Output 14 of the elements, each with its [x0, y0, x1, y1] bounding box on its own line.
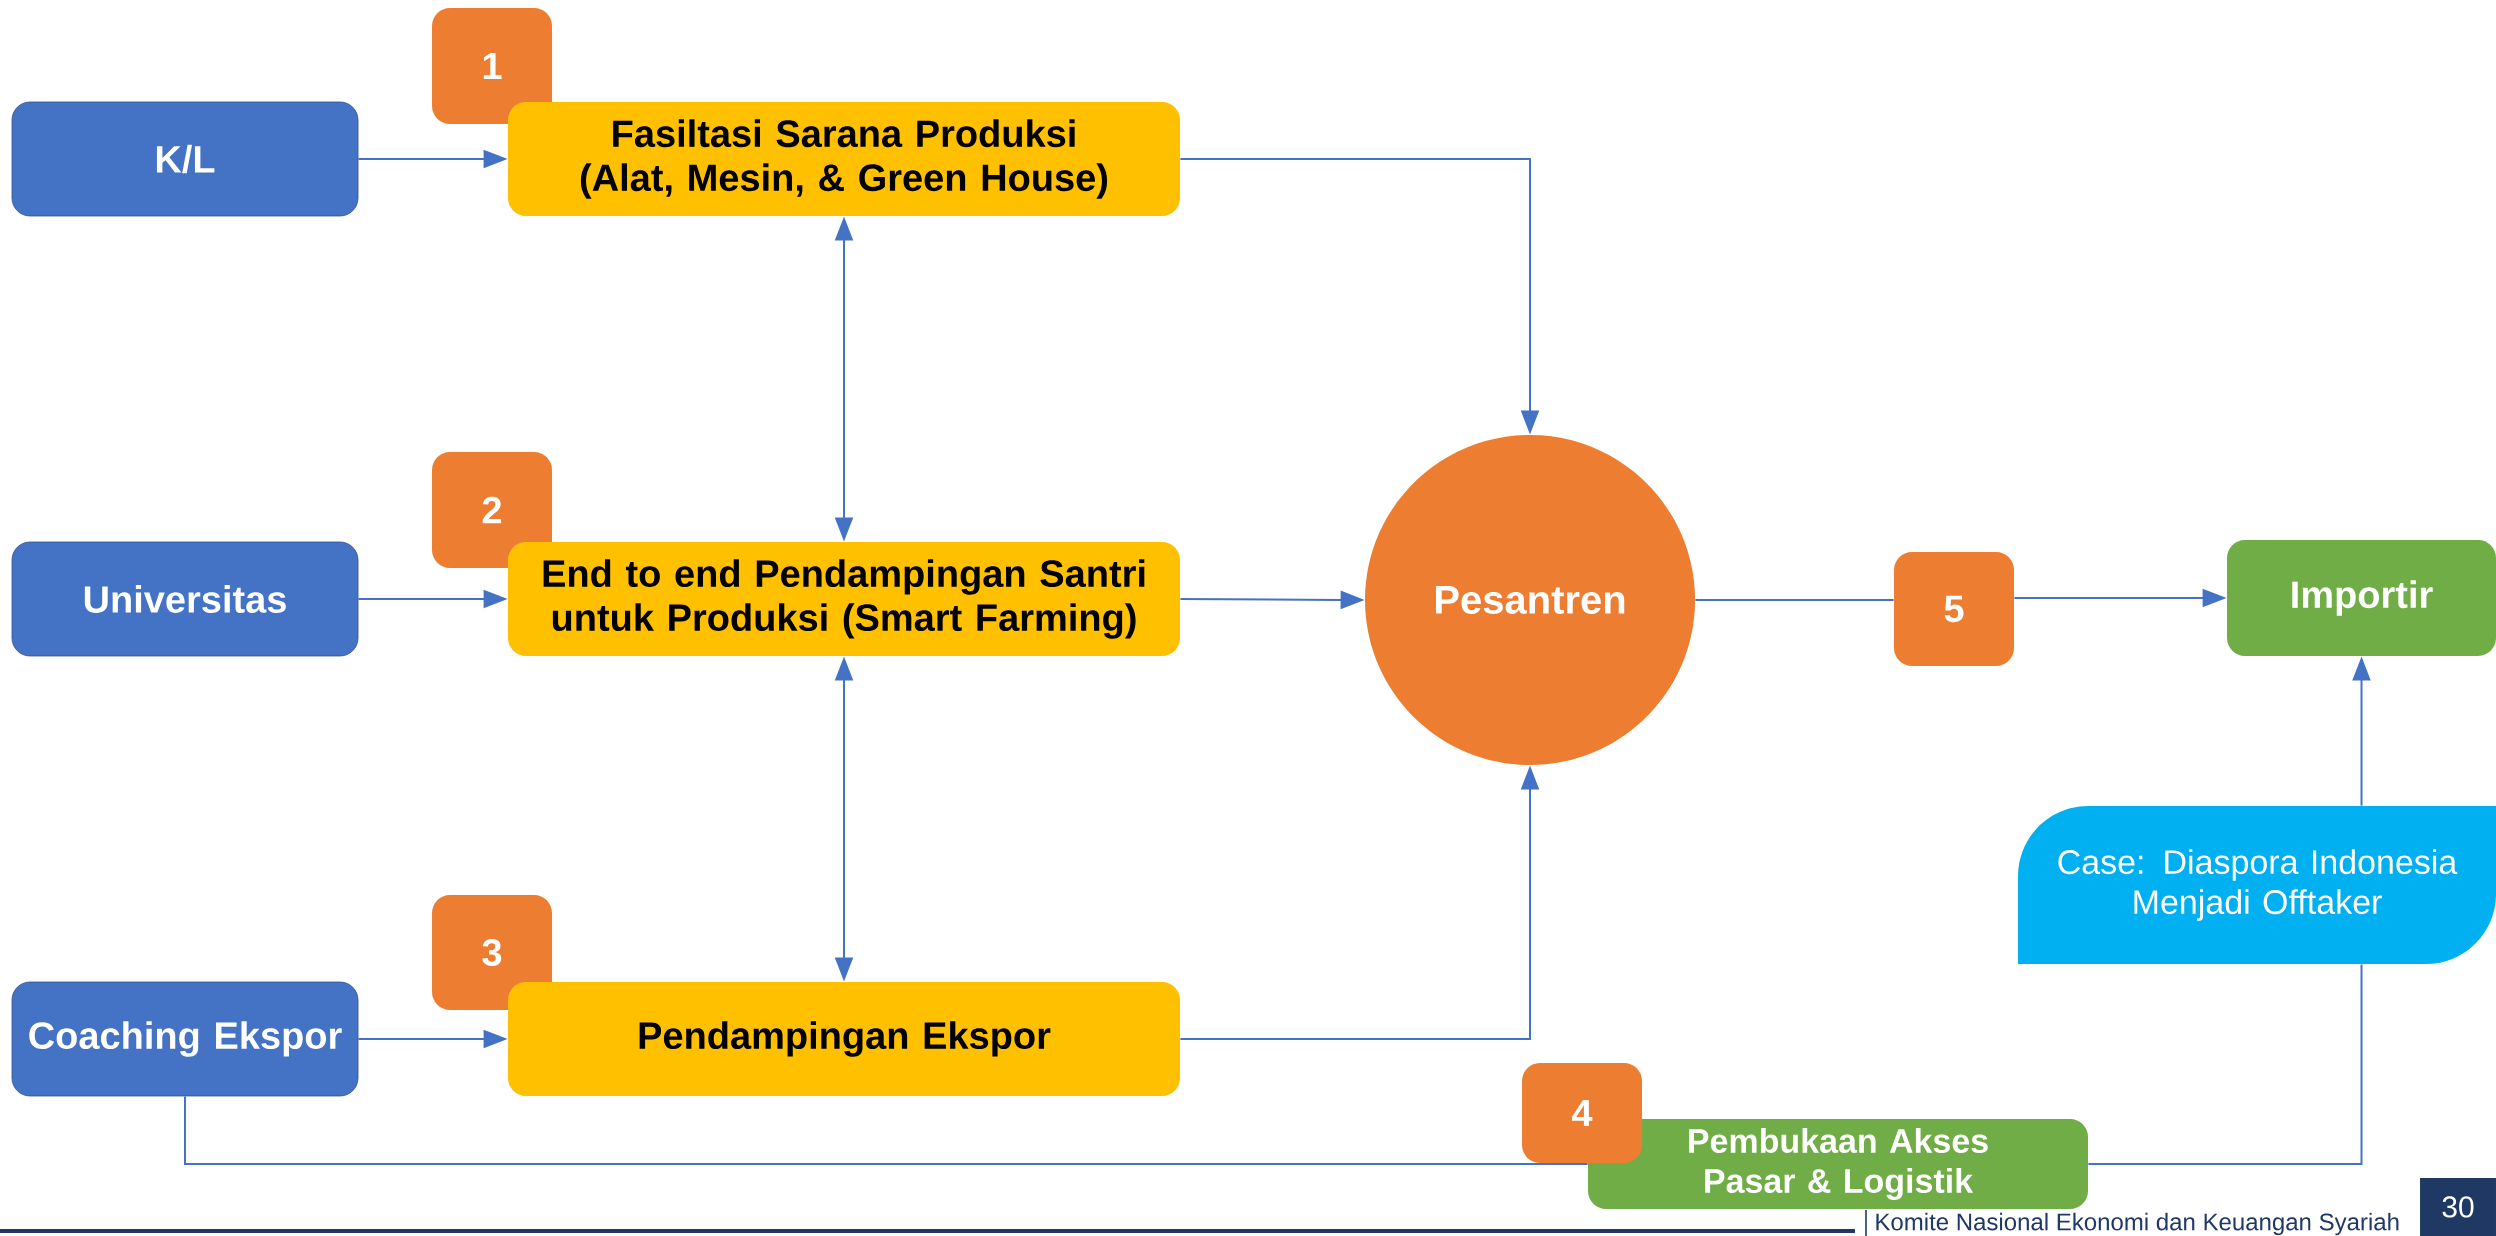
footer-text: Komite Nasional Ekonomi dan Keuangan Syariah [1876, 1212, 2399, 1236]
destination-box: Importir [2227, 540, 2496, 656]
process-box: End to end Pendampingan Santri untuk Produksi (Smart Farming) [508, 542, 1180, 656]
source-box: Universitas [11, 541, 359, 657]
number-badge: 3 [432, 895, 552, 1010]
page-number: 30 [2420, 1178, 2496, 1236]
number-badge: 4 [1522, 1063, 1642, 1163]
process-box: Pendampingan Ekspor [508, 982, 1180, 1096]
source-box: Coaching Ekspor [11, 981, 359, 1097]
number-badge: 1 [432, 8, 552, 124]
source-box: K/L [11, 101, 359, 217]
process-box: Fasiltasi Sarana Produksi (Alat, Mesin, & Green House) [508, 102, 1180, 216]
callout-box: Case: Diaspora Indonesia Menjadi Offtaker [2018, 806, 2496, 964]
number-badge: 5 [1894, 552, 2014, 666]
